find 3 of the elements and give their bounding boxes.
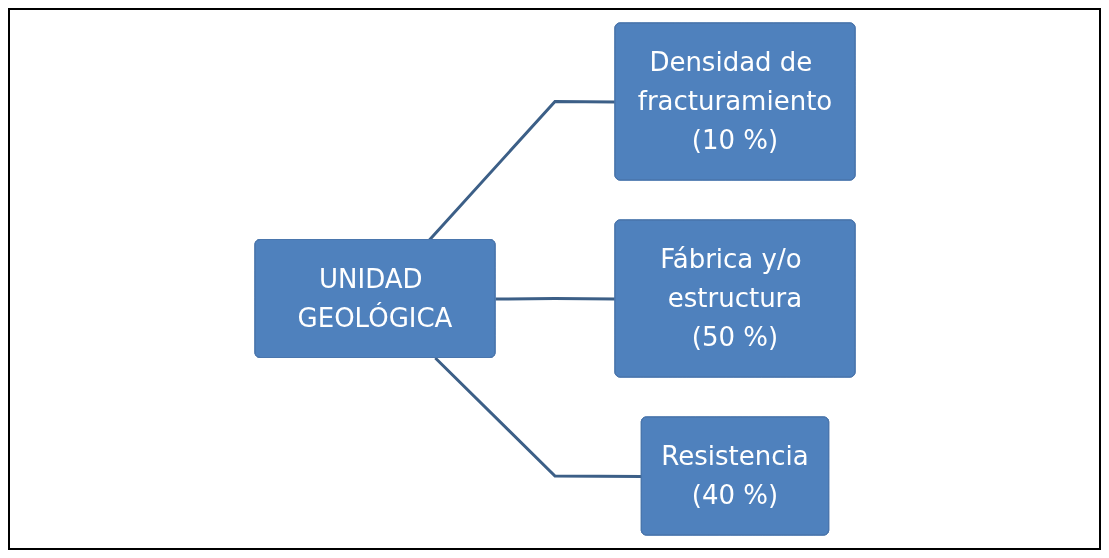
connector (495, 297, 615, 301)
connector (433, 356, 642, 478)
connector (427, 100, 615, 241)
